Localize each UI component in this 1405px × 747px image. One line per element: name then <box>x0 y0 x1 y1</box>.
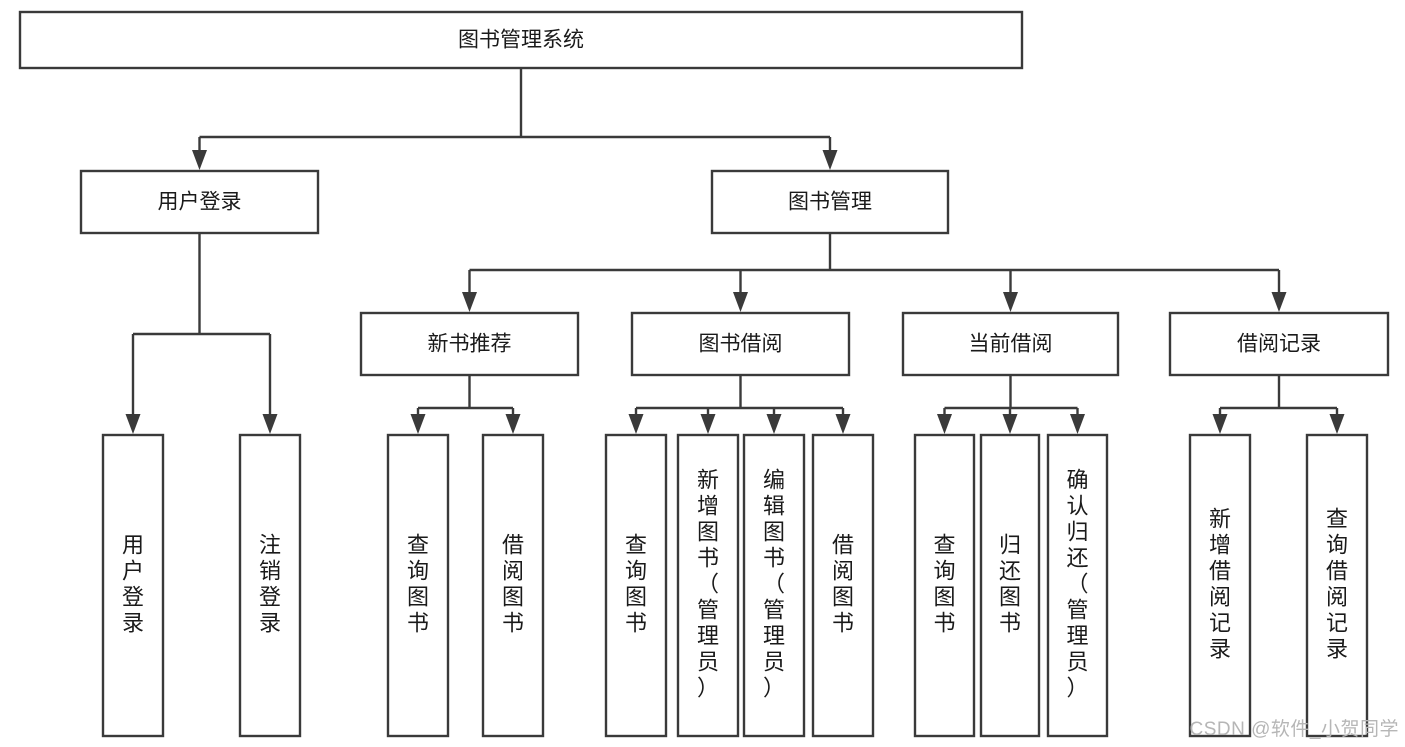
node-label-leaf-confirm-return: 确认归还（管理员） <box>1066 468 1088 701</box>
nodes-layer: 图书管理系统用户登录图书管理新书推荐图书借阅当前借阅借阅记录用户登录注销登录查询… <box>18 10 1390 738</box>
node-label-book-manage: 图书管理 <box>788 191 872 214</box>
node-label-user-login: 用户登录 <box>158 191 242 214</box>
node-label-new-book-rec: 新书推荐 <box>428 333 512 356</box>
node-leaf-query-book-2[interactable]: 查询图书 <box>604 433 668 738</box>
node-leaf-logout[interactable]: 注销登录 <box>238 433 302 738</box>
node-label-borrow-record: 借阅记录 <box>1237 333 1321 356</box>
node-label-leaf-borrow-book-2: 借阅图书 <box>832 533 854 636</box>
node-book-manage[interactable]: 图书管理 <box>710 169 950 235</box>
node-leaf-confirm-return[interactable]: 确认归还（管理员） <box>1046 433 1109 738</box>
node-leaf-borrow-book-1[interactable]: 借阅图书 <box>481 433 545 738</box>
node-label-root: 图书管理系统 <box>458 29 584 52</box>
node-label-leaf-query-book-1: 查询图书 <box>407 533 429 636</box>
node-box-book-manage[interactable] <box>710 169 950 235</box>
csdn-watermark: CSDN @软件_小贺同学 <box>1189 719 1399 740</box>
node-label-book-borrow: 图书借阅 <box>699 333 783 356</box>
node-root[interactable]: 图书管理系统 <box>18 10 1024 70</box>
node-label-leaf-query-book-3: 查询图书 <box>933 533 955 636</box>
node-current-borrow[interactable]: 当前借阅 <box>901 311 1120 377</box>
node-box-leaf-query-book-3[interactable] <box>913 433 976 738</box>
node-label-leaf-query-record: 查询借阅记录 <box>1326 507 1348 662</box>
node-leaf-user-login[interactable]: 用户登录 <box>101 433 165 738</box>
node-new-book-rec[interactable]: 新书推荐 <box>359 311 580 377</box>
node-box-book-borrow[interactable] <box>630 311 851 377</box>
node-box-borrow-record[interactable] <box>1168 311 1390 377</box>
node-leaf-borrow-book-2[interactable]: 借阅图书 <box>811 433 875 738</box>
node-leaf-query-record[interactable]: 查询借阅记录 <box>1305 433 1369 738</box>
node-box-leaf-borrow-book-1[interactable] <box>481 433 545 738</box>
node-box-leaf-add-record[interactable] <box>1188 433 1252 738</box>
node-label-leaf-add-record: 新增借阅记录 <box>1209 507 1231 662</box>
node-box-leaf-user-login[interactable] <box>101 433 165 738</box>
node-label-leaf-query-book-2: 查询图书 <box>625 533 647 636</box>
node-box-root[interactable] <box>18 10 1024 70</box>
node-leaf-add-record[interactable]: 新增借阅记录 <box>1188 433 1252 738</box>
node-leaf-edit-book[interactable]: 编辑图书（管理员） <box>742 433 806 738</box>
node-label-leaf-user-login: 用户登录 <box>122 533 144 636</box>
node-box-leaf-query-book-1[interactable] <box>386 433 450 738</box>
node-label-leaf-borrow-book-1: 借阅图书 <box>502 533 524 636</box>
node-label-leaf-logout: 注销登录 <box>259 533 281 636</box>
connectors-layer <box>125 68 1345 434</box>
node-leaf-query-book-3[interactable]: 查询图书 <box>913 433 976 738</box>
node-leaf-query-book-1[interactable]: 查询图书 <box>386 433 450 738</box>
node-label-leaf-add-book: 新增图书（管理员） <box>697 468 719 701</box>
node-label-leaf-edit-book: 编辑图书（管理员） <box>763 468 785 701</box>
node-box-leaf-return-book[interactable] <box>979 433 1041 738</box>
node-box-leaf-borrow-book-2[interactable] <box>811 433 875 738</box>
node-box-leaf-query-record[interactable] <box>1305 433 1369 738</box>
node-borrow-record[interactable]: 借阅记录 <box>1168 311 1390 377</box>
node-box-leaf-logout[interactable] <box>238 433 302 738</box>
node-user-login[interactable]: 用户登录 <box>79 169 320 235</box>
node-label-current-borrow: 当前借阅 <box>969 333 1053 356</box>
node-leaf-return-book[interactable]: 归还图书 <box>979 433 1041 738</box>
node-box-leaf-edit-book[interactable] <box>742 433 806 738</box>
node-box-leaf-confirm-return[interactable] <box>1046 433 1109 738</box>
node-box-user-login[interactable] <box>79 169 320 235</box>
node-box-leaf-query-book-2[interactable] <box>604 433 668 738</box>
node-box-current-borrow[interactable] <box>901 311 1120 377</box>
node-book-borrow[interactable]: 图书借阅 <box>630 311 851 377</box>
node-box-leaf-add-book[interactable] <box>676 433 740 738</box>
node-leaf-add-book[interactable]: 新增图书（管理员） <box>676 433 740 738</box>
node-box-new-book-rec[interactable] <box>359 311 580 377</box>
node-label-leaf-return-book: 归还图书 <box>999 533 1021 636</box>
